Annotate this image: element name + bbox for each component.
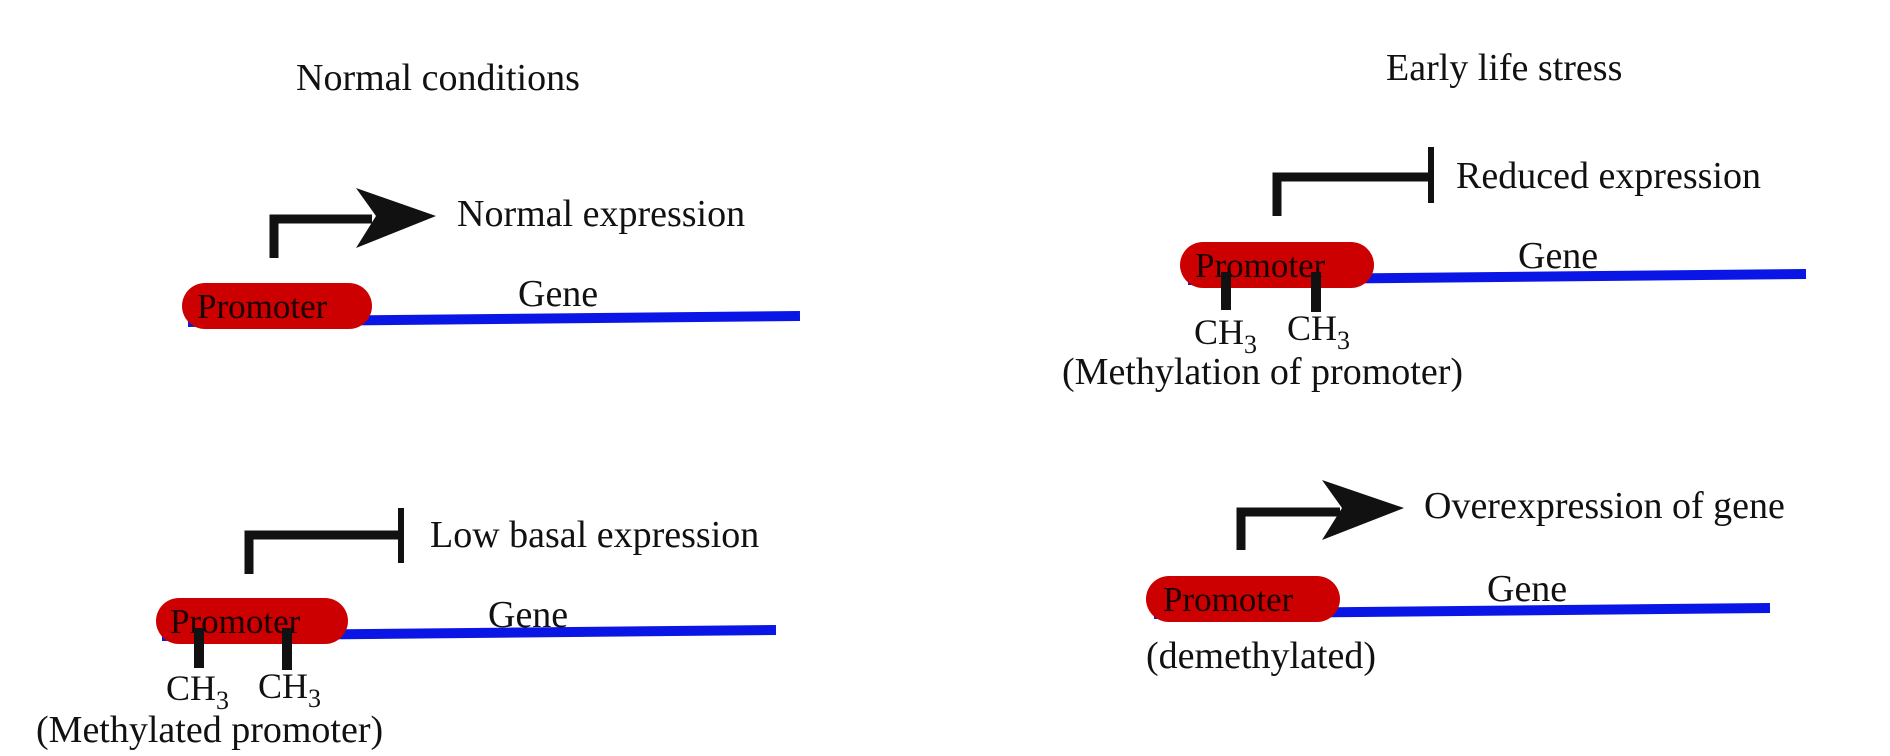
normal-expression-diagram: Promoter Gene Normal expression xyxy=(182,188,801,329)
transcription-arrow-icon xyxy=(1236,507,1340,550)
gene-label: Gene xyxy=(1487,568,1567,610)
methyl-group-label: CH3 xyxy=(1194,312,1257,359)
promoter-box xyxy=(182,283,372,329)
promoter-label: Promoter xyxy=(1195,246,1326,285)
transcription-arrow-icon xyxy=(269,214,372,258)
transcription-line-icon xyxy=(1272,172,1430,216)
methyl-group-label: CH3 xyxy=(258,666,321,713)
outcome-label: Overexpression of gene xyxy=(1424,485,1785,527)
methylated-promoter-note: (Methylated promoter) xyxy=(36,709,383,751)
promoter-box xyxy=(1146,576,1340,622)
methyl-group-label: CH3 xyxy=(1287,308,1350,355)
reduced-expression-diagram: Promoter Gene Reduced expression CH3 CH3… xyxy=(1062,147,1807,393)
demethylated-note: (demethylated) xyxy=(1146,635,1376,677)
promoter-label: Promoter xyxy=(197,287,328,326)
promoter-label: Promoter xyxy=(1163,580,1294,619)
gene-label: Gene xyxy=(488,594,568,636)
overexpression-diagram: Promoter Gene Overexpression of gene (de… xyxy=(1146,480,1785,677)
gene-label: Gene xyxy=(518,273,598,315)
transcription-line-icon xyxy=(244,530,400,574)
outcome-label: Reduced expression xyxy=(1456,155,1761,197)
arrowhead-icon xyxy=(1322,480,1404,540)
gene-label: Gene xyxy=(1518,235,1598,277)
methylation-of-promoter-note: (Methylation of promoter) xyxy=(1062,351,1463,393)
early-life-stress-header: Early life stress xyxy=(1386,47,1622,89)
promoter-label: Promoter xyxy=(170,602,301,641)
low-basal-expression-diagram: Promoter Gene Low basal expression CH3 C… xyxy=(36,508,777,751)
arrowhead-icon xyxy=(356,188,436,248)
normal-conditions-header: Normal conditions xyxy=(296,57,580,99)
outcome-label: Normal expression xyxy=(457,193,745,235)
methyl-group-label: CH3 xyxy=(166,668,229,715)
outcome-label: Low basal expression xyxy=(430,514,759,556)
